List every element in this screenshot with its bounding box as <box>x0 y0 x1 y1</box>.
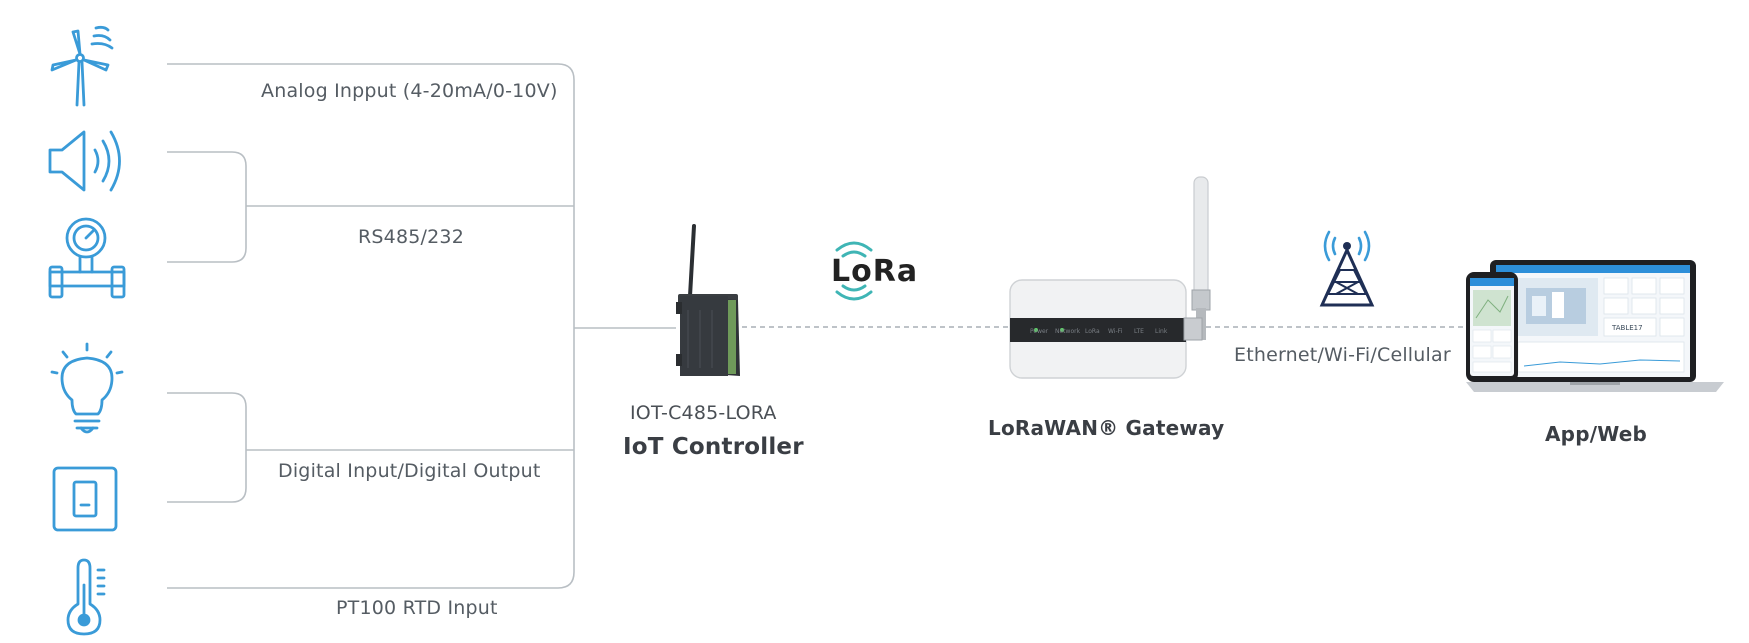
network-label: Ethernet/Wi-Fi/Cellular <box>1234 344 1451 366</box>
light-bulb-icon <box>50 342 124 434</box>
laptop-device: TABLE17 <box>1466 260 1724 392</box>
lorawan-gateway-device: Power Network LoRa Wi-Fi LTE Link <box>1009 176 1211 379</box>
digital-bracket <box>167 392 247 503</box>
analog-input-label: Analog Inpput (4-20mA/0-10V) <box>261 80 558 102</box>
gateway-led-power: Power <box>1030 328 1049 335</box>
iot-controller-device <box>676 224 740 376</box>
wind-turbine-icon <box>50 25 114 107</box>
gateway-led-link: Link <box>1155 328 1168 335</box>
wall-switch-icon <box>52 466 118 532</box>
laptop-screen-value: TABLE17 <box>1611 324 1643 332</box>
pressure-gauge-icon <box>48 217 126 299</box>
controller-antenna <box>688 224 696 298</box>
digital-io-label: Digital Input/Digital Output <box>278 460 541 482</box>
gateway-led-network: Network <box>1055 328 1081 335</box>
lora-waves-icon <box>835 241 873 301</box>
rs485-label: RS485/232 <box>358 226 464 248</box>
controller-model-label: IOT-C485-LORA <box>630 402 777 424</box>
gateway-led-lte: LTE <box>1134 328 1144 335</box>
cell-tower-icon <box>1319 230 1375 307</box>
lora-logo-text: LoRa <box>831 254 919 289</box>
app-web-label: App/Web <box>1545 422 1648 446</box>
pt100-label: PT100 RTD Input <box>336 597 498 619</box>
thermometer-icon <box>66 558 106 636</box>
speaker-icon <box>48 130 121 192</box>
gateway-antenna <box>1193 176 1209 298</box>
rs485-bracket <box>167 151 247 263</box>
analog-line <box>167 63 575 589</box>
gateway-led-lora: LoRa <box>1085 328 1100 335</box>
gateway-led-wifi: Wi-Fi <box>1108 328 1123 335</box>
connector-lines <box>167 63 676 589</box>
phone-device <box>1466 272 1518 382</box>
controller-name-label: IoT Controller <box>623 434 804 460</box>
gateway-name-label: LoRaWAN® Gateway <box>988 416 1225 440</box>
